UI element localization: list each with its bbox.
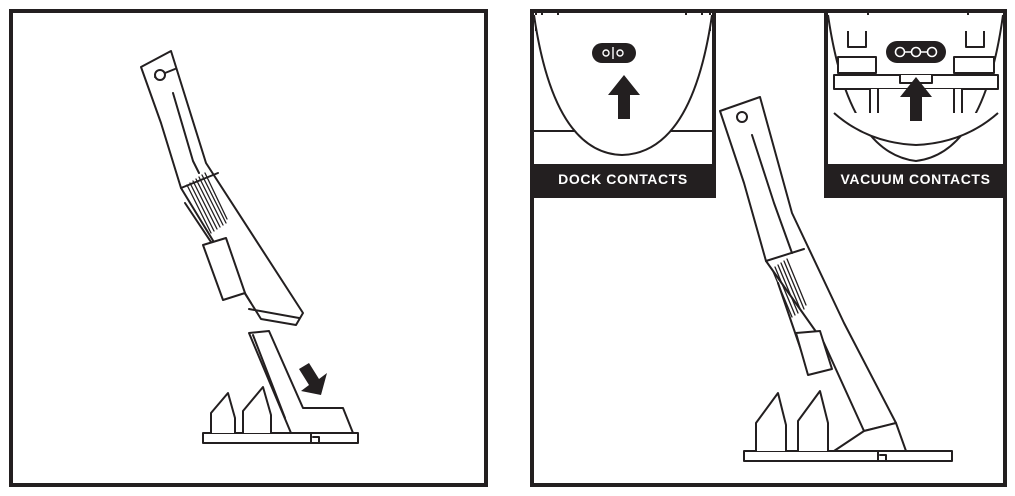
vacuum-contact-icon — [886, 41, 946, 63]
dock-contacts-inset: DOCK CONTACTS — [534, 13, 716, 198]
vent-grille — [771, 258, 807, 318]
dock-contacts-closeup — [534, 13, 712, 156]
vacuum-contacts-inset: VACUUM CONTACTS — [824, 13, 1003, 198]
dock-contact-icon — [592, 43, 636, 63]
vacuum-insert-illustration — [140, 50, 359, 444]
vent-grille — [186, 172, 228, 234]
handheld-vacuum — [140, 50, 304, 326]
arrow-down-icon — [299, 363, 327, 395]
handheld-vacuum — [719, 96, 897, 432]
vacuum-contacts-label: VACUUM CONTACTS — [828, 164, 1003, 194]
step-panel-insert — [9, 9, 488, 487]
step-panel-docked: DOCK CONTACTS — [530, 9, 1007, 487]
arrow-up-icon — [900, 77, 932, 121]
vacuum-docked-illustration — [719, 96, 953, 462]
arrow-up-icon — [608, 75, 640, 119]
charging-dock — [743, 390, 953, 462]
vacuum-contacts-closeup — [828, 13, 1003, 162]
charging-dock — [202, 330, 359, 444]
dock-contacts-label: DOCK CONTACTS — [534, 164, 712, 194]
